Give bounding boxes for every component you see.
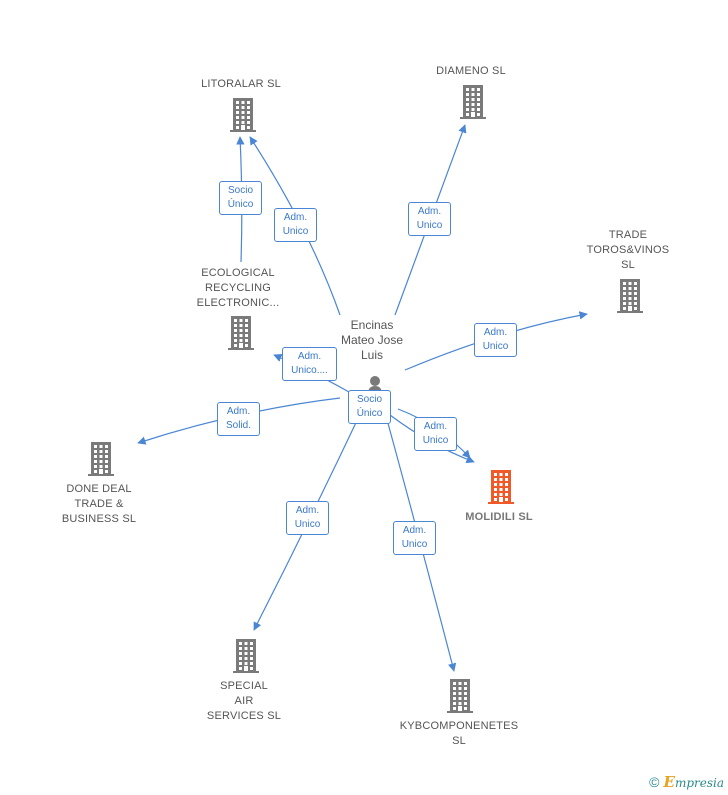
person-name-line: Luis — [360, 348, 383, 362]
relation-line: Socio — [356, 394, 382, 405]
building-icon-trade[interactable] — [617, 279, 643, 313]
relation-line: Unico — [482, 341, 509, 352]
company-label-line: ECOLOGICAL — [201, 267, 275, 279]
company-label-line: TRADE & — [74, 498, 124, 510]
company-label-trade[interactable]: TRADE TOROS&VINOS SL — [568, 228, 688, 273]
building-icon-molidili[interactable] — [488, 470, 514, 504]
company-label-line: AIR — [234, 695, 254, 707]
relation-line: Adm. — [402, 525, 427, 536]
building-icon-special[interactable] — [233, 639, 259, 673]
relation-line: Solid. — [225, 420, 251, 431]
brand-name: mpresia — [674, 776, 724, 790]
relation-badge-donedeal[interactable]: Adm. Solid. — [217, 402, 260, 436]
company-label-line: SPECIAL — [220, 680, 268, 692]
footer-credit[interactable]: © Empresia — [649, 773, 724, 791]
company-label-line: SL — [452, 735, 466, 747]
building-icon-donedeal[interactable] — [88, 442, 114, 476]
company-label-line: ELECTRONIC... — [196, 297, 280, 309]
building-icon-litoralar[interactable] — [230, 98, 256, 132]
company-label-molidili[interactable]: MOLIDILI SL — [438, 510, 560, 525]
company-label-line: RECYCLING — [205, 282, 271, 294]
relation-line: Adm. — [226, 406, 251, 417]
person-name-line: Mateo Jose — [340, 333, 404, 347]
company-label-kyb[interactable]: KYBCOMPONENETES SL — [388, 719, 530, 749]
relation-line: Unico — [401, 539, 428, 550]
building-icon-diameno[interactable] — [460, 85, 486, 119]
relation-line: Unico — [294, 519, 321, 530]
company-label-ecological[interactable]: ECOLOGICAL RECYCLING ELECTRONIC... — [178, 266, 298, 311]
relation-badge-special[interactable]: Adm. Unico — [286, 501, 329, 535]
relation-line: Unico.... — [291, 365, 328, 376]
company-label-line: TRADE — [608, 229, 648, 241]
building-icon-kyb[interactable] — [447, 679, 473, 713]
company-label-special[interactable]: SPECIAL AIR SERVICES SL — [184, 679, 304, 724]
relation-badge-diameno[interactable]: Adm. Unico — [408, 202, 451, 236]
relation-line: Socio — [227, 185, 253, 196]
relation-line: Adm. — [423, 421, 448, 432]
relation-badge-ecological-litoralar[interactable]: Socio Único — [219, 181, 262, 215]
brand-initial: E — [663, 773, 675, 791]
relation-line: Adm. — [483, 327, 508, 338]
relation-badge-kyb[interactable]: Adm. Unico — [393, 521, 436, 555]
company-label-line: LITORALAR SL — [201, 78, 281, 90]
company-label-line: DIAMENO SL — [436, 65, 506, 77]
relation-line: Adm. — [283, 212, 308, 223]
person-name-line: Encinas — [350, 318, 394, 332]
company-label-line: SERVICES SL — [206, 710, 282, 722]
relation-line: Unico — [416, 220, 443, 231]
building-icon-ecological[interactable] — [228, 316, 254, 350]
relation-line: Unico — [282, 226, 309, 237]
company-label-line: TOROS&VINOS — [586, 244, 670, 256]
brand-logo: Empresia — [664, 773, 725, 791]
copyright-icon: © — [649, 774, 660, 790]
relation-badge-trade[interactable]: Adm. Unico — [474, 323, 517, 357]
company-label-line: BUSINESS SL — [61, 513, 137, 525]
company-label-line: MOLIDILI SL — [465, 511, 533, 523]
relation-line: Adm. — [295, 505, 320, 516]
company-label-donedeal[interactable]: DONE DEAL TRADE & BUSINESS SL — [40, 482, 158, 527]
company-label-line: SL — [621, 259, 635, 271]
relation-badge-ecological[interactable]: Adm. Unico.... — [282, 347, 337, 381]
person-name[interactable]: Encinas Mateo Jose Luis — [328, 318, 416, 363]
company-label-litoralar[interactable]: LITORALAR SL — [180, 77, 302, 92]
company-label-line: DONE DEAL — [66, 483, 132, 495]
relation-line: Único — [356, 408, 383, 419]
relation-line: Único — [227, 199, 254, 210]
relation-badge-litoralar[interactable]: Adm. Unico — [274, 208, 317, 242]
relation-badge-molidili-socio[interactable]: Socio Único — [348, 390, 391, 424]
relation-line: Adm. — [417, 206, 442, 217]
relation-badge-molidili-adm[interactable]: Adm. Unico — [414, 417, 457, 451]
company-label-line: KYBCOMPONENETES — [399, 720, 519, 732]
relation-line: Unico — [422, 435, 449, 446]
relation-line: Adm. — [297, 351, 322, 362]
company-label-diameno[interactable]: DIAMENO SL — [410, 64, 532, 79]
